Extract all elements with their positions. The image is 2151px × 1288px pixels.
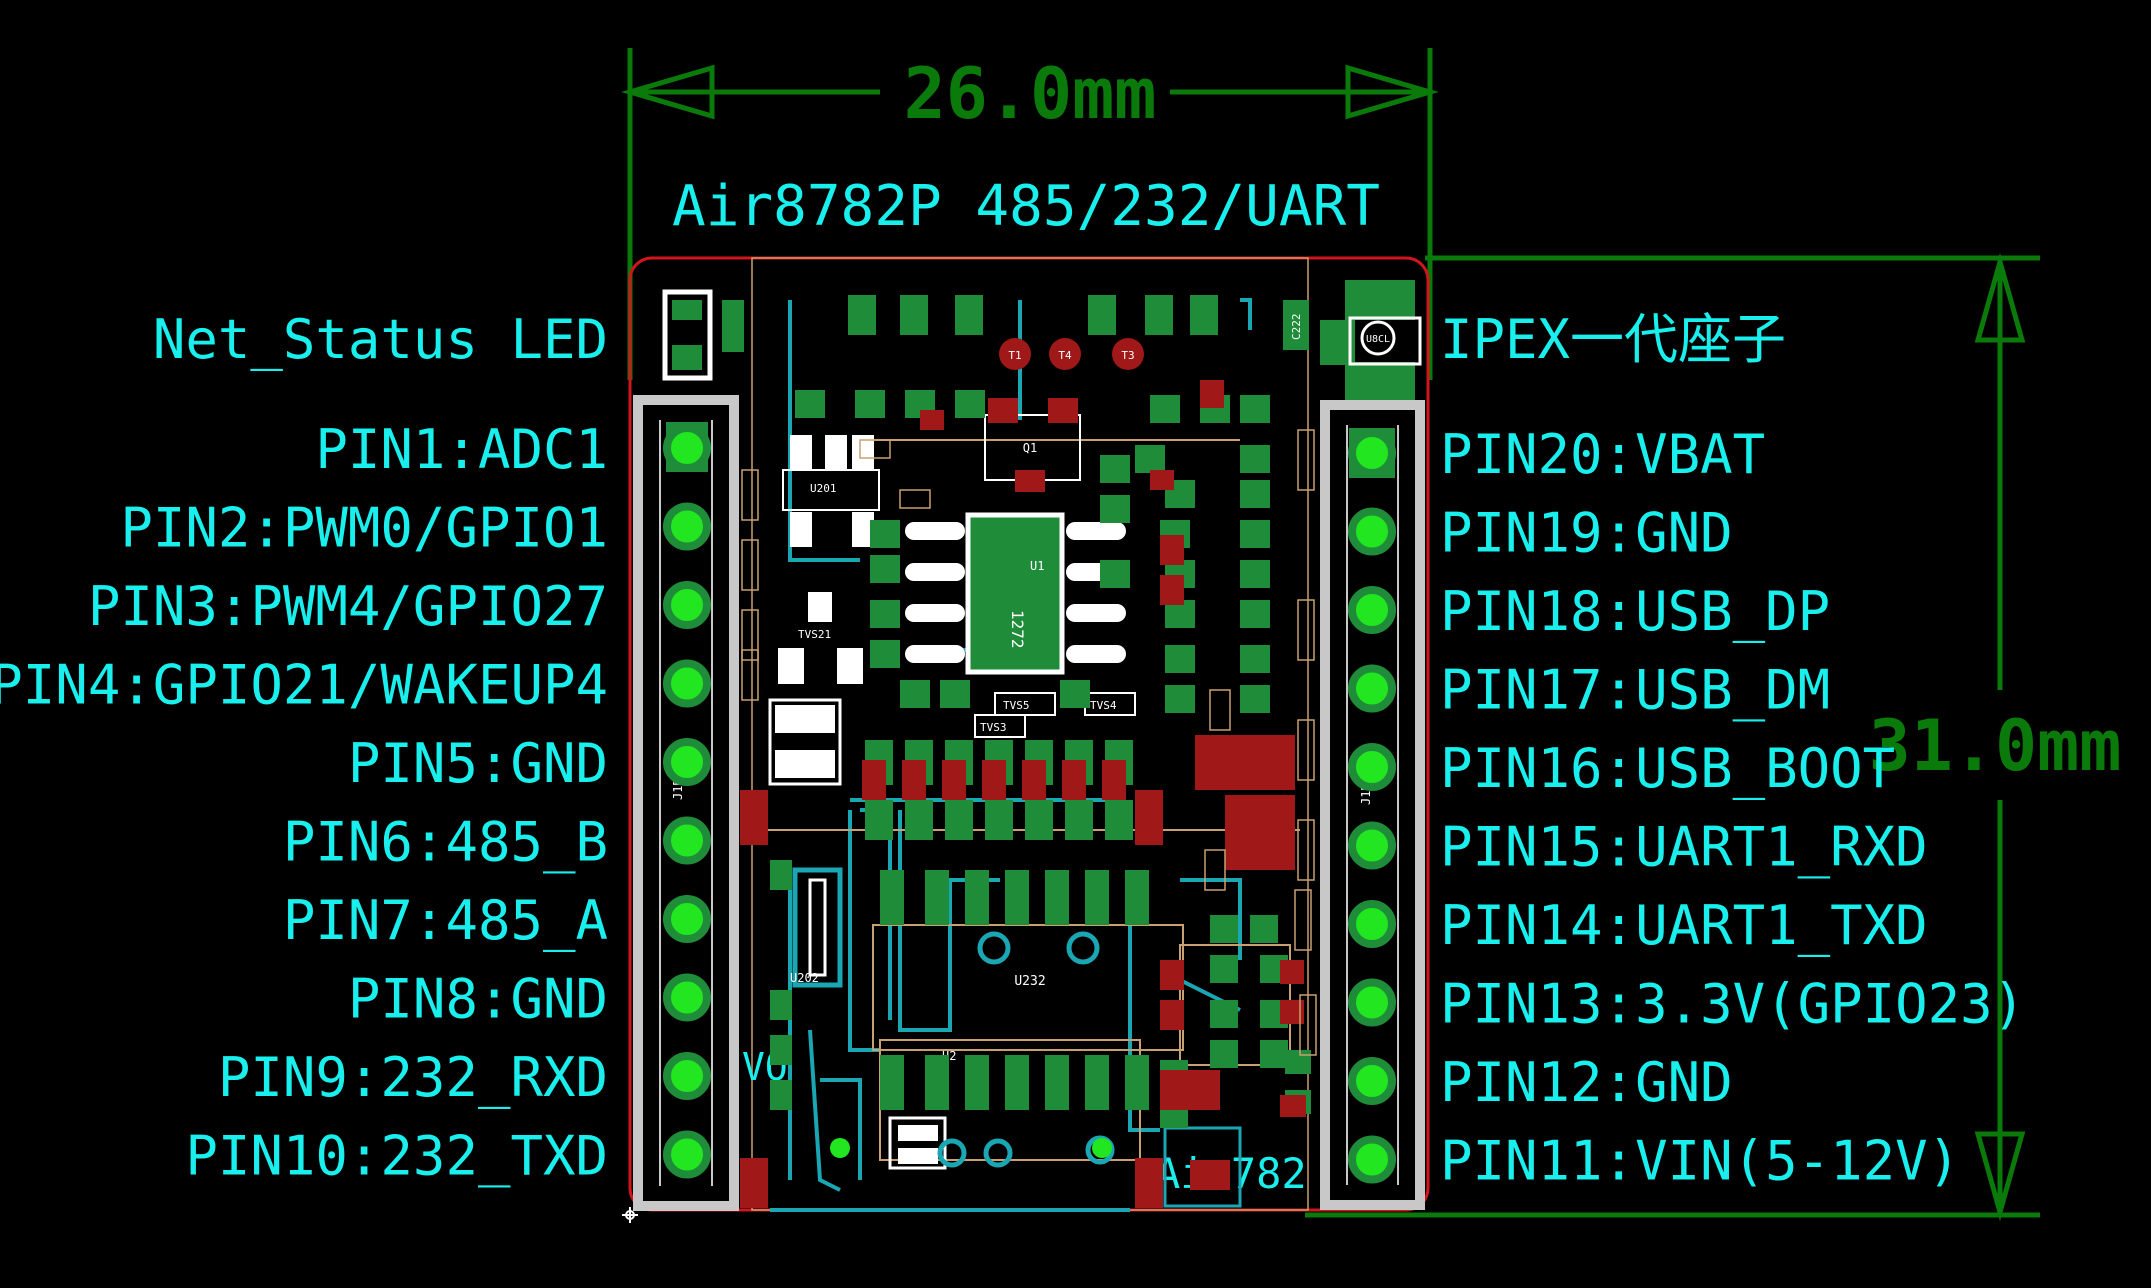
board-title: Air8782P 485/232/UART [672,174,1380,239]
header-left-pad [663,581,711,629]
left-pin-label: PIN9:232_RXD [218,1046,608,1109]
right-pin-label: PIN13:3.3V(GPIO23) [1440,973,2025,1036]
left-pin-label: PIN7:485_A [283,889,608,952]
height-dimension-label: 31.0mm [1869,705,2122,787]
header-left-pad [663,816,711,865]
right-pin-label: PIN18:USB_DP [1440,580,1830,643]
header-left-pad [663,502,711,551]
header-left-pads [663,424,711,1179]
right-pin-label: PIN12:GND [1440,1051,1733,1114]
ipex-designator: U8CL [1366,334,1390,345]
tvs-row: TVS5 TVS4 TVS3 [974,692,1136,738]
header-left-pad [663,973,711,1022]
header-left-pad [663,1130,711,1179]
header-right-pad [1348,664,1396,713]
q1-designator: Q1 [1023,441,1037,455]
c222-designator: C222 [1290,314,1303,341]
header-right-pad [1348,978,1396,1027]
ipex-label: IPEX一代座子 [1440,308,1786,371]
smd-pads [741,295,1317,1128]
ipex-connector: U8CL C222 [1283,280,1422,400]
ic-u202: U202 [790,867,843,988]
origin-marker [622,1207,638,1223]
header-left-pad [663,895,711,943]
tvs4-designator: TVS4 [1090,699,1117,712]
bottom-components [740,735,1295,1208]
tvs5-designator: TVS5 [1003,699,1030,712]
right-pin-label: PIN11:VIN(5-12V) [1440,1130,1960,1193]
led-label: Net_Status LED [153,308,608,371]
u201-designator: U201 [810,482,837,495]
u1-part: 1272 [1008,610,1027,649]
left-pin-label: PIN6:485_B [283,811,608,874]
header-right-pad [1348,429,1396,477]
u202-designator: U202 [790,971,819,985]
width-dimension-label: 26.0mm [904,53,1157,135]
right-pin-label: PIN14:UART1_TXD [1440,894,1928,957]
right-pin-label: PIN19:GND [1440,502,1733,565]
u201-area: U201 TVS21 [768,435,880,786]
tvs21-designator: TVS21 [798,628,831,641]
header-right-pad [1348,507,1396,556]
right-pin-label: PIN20:VBAT [1440,423,1765,486]
header-right-pads [1348,429,1396,1184]
net-status-led [662,289,744,381]
t4-designator: T4 [1058,349,1072,362]
left-pin-label: PIN3:PWM4/GPIO27 [88,575,608,638]
right-pin-label: PIN17:USB_DM [1440,659,1830,722]
tvs3-designator: TVS3 [980,721,1007,734]
header-right-pad [1348,900,1396,948]
left-pin-label: PIN5:GND [348,732,608,795]
header-left-pad [663,659,711,708]
test-points: T1 T4 T3 [999,338,1144,370]
header-left-pad [663,1052,711,1100]
left-pin-label: PIN4:GPIO21/WAKEUP4 [0,654,608,717]
ic-u232: U232 [977,931,1100,989]
u232-designator: U232 [1014,974,1045,989]
left-pin-labels: PIN1:ADC1PIN2:PWM0/GPIO1PIN3:PWM4/GPIO27… [0,418,608,1188]
left-pin-label: PIN1:ADC1 [315,418,608,481]
ai782-label: Ai 782 [1155,1149,1307,1198]
transistor-q1: Q1 [984,398,1081,492]
header-right-pad [1348,1057,1396,1105]
t1-designator: T1 [1008,349,1021,362]
ic-u1: U1 1272 [905,512,1126,675]
right-pin-labels: PIN20:VBAT PIN19:GND PIN18:USB_DP PIN17:USB… [1440,423,2025,1193]
header-right-pad [1348,743,1396,791]
u1-designator: U1 [1030,559,1044,573]
header-right-pad [1348,1135,1396,1184]
header-left-pad [663,424,711,472]
right-pin-label: PIN16:USB_BOOT [1440,737,1895,800]
header-right-pad [1348,586,1396,634]
header-left-pad [663,738,711,786]
header-right-pad [1348,821,1396,870]
height-dimension [1305,252,2040,1222]
left-pin-label: PIN2:PWM0/GPIO1 [120,497,608,560]
left-pin-label: PIN8:GND [348,968,608,1031]
t3-designator: T3 [1121,349,1134,362]
left-pin-label: PIN10:232_TXD [185,1125,608,1188]
right-pin-label: PIN15:UART1_RXD [1440,816,1928,879]
